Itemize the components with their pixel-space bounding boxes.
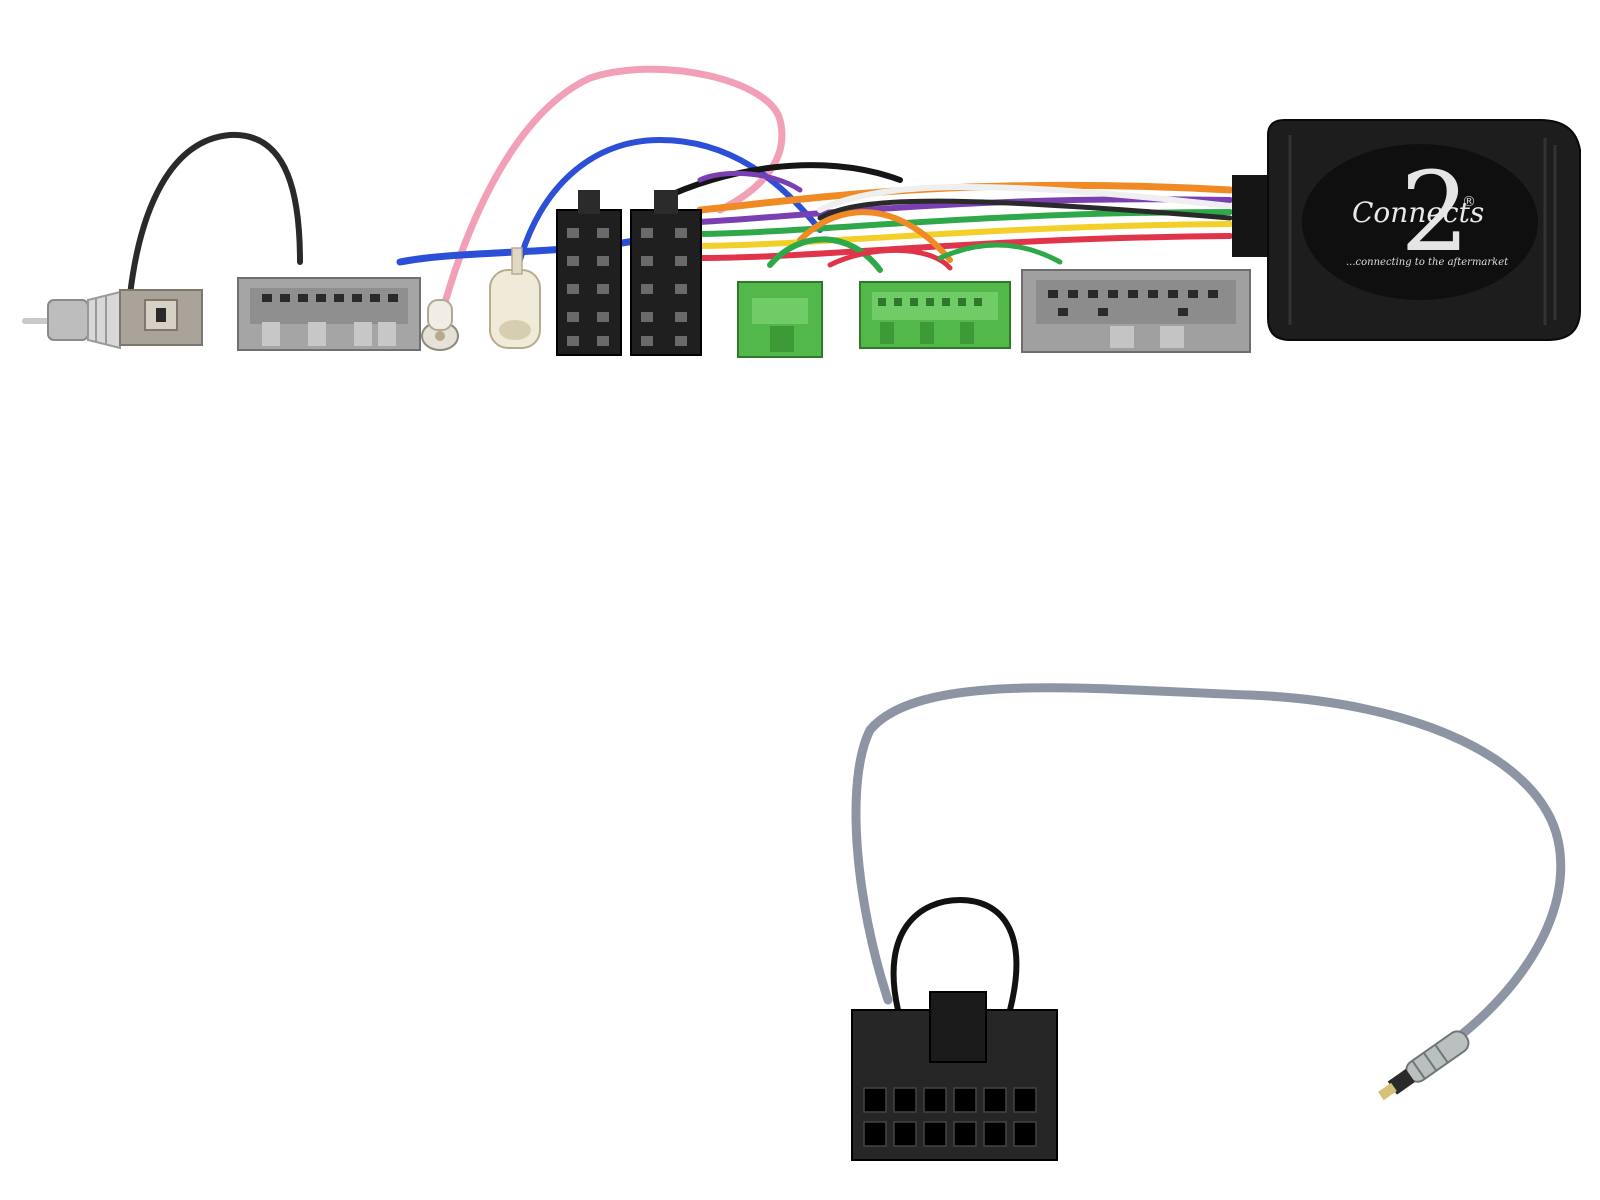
brand-logo: Connects [1352,196,1484,229]
green-vehicle-connector-small [737,281,823,358]
patch-lead-loop [890,896,1020,1013]
antenna-socket-small [421,299,459,351]
interface-module: 2 Connects ® ...connecting to the afterm… [1232,119,1581,341]
patch-lead-connector-icon [851,991,1058,1161]
main-harness: 2 Connects ® ...connecting to the afterm… [22,65,1581,358]
brand-registered-mark: ® [1462,194,1476,210]
antenna-plug-icon [22,290,121,350]
grey-vehicle-connector-right [1021,269,1251,353]
brand-numeral: 2 [1400,148,1470,276]
patch-lead [851,683,1566,1161]
antenna-socket-connector [119,289,203,346]
green-vehicle-connector-large [859,281,1011,349]
grey-vehicle-connector-left [237,277,421,351]
iso-connector-icon [556,190,622,356]
harness-wires [127,65,1234,324]
antenna-socket-large [489,247,541,349]
patch-lead-cable [851,683,1566,1050]
iso-connector-icon [630,190,702,356]
coax-plug-icon [1377,1030,1470,1101]
brand-tagline: ...connecting to the aftermarket [1346,257,1509,268]
